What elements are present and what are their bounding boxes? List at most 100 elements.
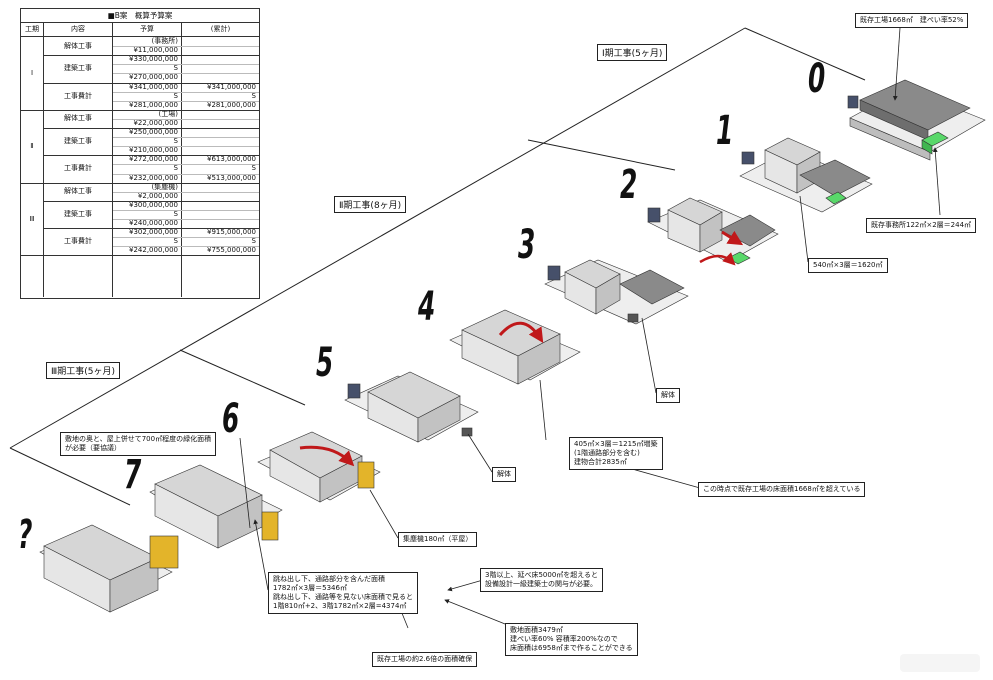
budget-item-name: 建築工事 <box>64 209 92 218</box>
step-number-2: 2 <box>620 162 638 208</box>
cumulative-value: S <box>251 91 256 100</box>
cumulative-value <box>182 55 259 64</box>
step-number-5: 5 <box>316 340 334 386</box>
budget-value: S <box>173 137 178 146</box>
cumulative-value: ¥613,000,000 <box>207 155 256 164</box>
building-step-3 <box>544 259 689 325</box>
cumulative-value <box>182 73 259 82</box>
cumulative-value: S <box>251 164 256 173</box>
budget-value: S <box>173 164 178 173</box>
building-step-4 <box>449 309 581 385</box>
budget-value: ¥242,000,000 <box>129 246 178 255</box>
header-content: 内容 <box>44 23 112 37</box>
budget-item-name: 解体工事 <box>64 187 92 196</box>
cumulative-value <box>182 210 259 219</box>
budget-phase-label: Ⅰ <box>30 68 34 77</box>
budget-value: ¥232,000,000 <box>129 173 178 182</box>
budget-value: (工場) <box>158 109 178 118</box>
note-existing-office: 既存事務所122㎡×2層＝244㎡ <box>866 218 977 233</box>
step-number-0: 0 <box>808 56 826 102</box>
cumulative-value <box>182 110 259 119</box>
note-existing-factory: 既存工場1668㎡ 建ぺい率52% <box>855 13 969 28</box>
phase-label-3: Ⅲ期工事(5ヶ月) <box>46 362 120 379</box>
cumulative-value <box>182 146 259 155</box>
budget-item-name: 建築工事 <box>64 137 92 146</box>
cumulative-value: ¥755,000,000 <box>207 246 256 255</box>
note-ratio: 既存工場の約2.6倍の面積確保 <box>372 652 478 667</box>
budget-value: ¥272,000,000 <box>129 155 178 164</box>
note-dust-collector: 集塵機180㎡（平屋） <box>398 532 478 547</box>
budget-value: ¥302,000,000 <box>129 228 178 237</box>
header-cumulative: (累計) <box>182 23 259 37</box>
phase-divider-lines <box>9 27 866 506</box>
budget-title: ■B案 概算予算案 <box>21 9 259 23</box>
building-step-1 <box>739 137 873 213</box>
budget-value: S <box>173 237 178 246</box>
watermark <box>900 654 980 672</box>
budget-value: ¥210,000,000 <box>129 146 178 155</box>
step-number-3: 3 <box>518 222 536 268</box>
cumulative-value: ¥915,000,000 <box>207 228 256 237</box>
cumulative-value: ¥281,000,000 <box>207 100 256 109</box>
budget-value: (集塵機) <box>151 182 178 191</box>
phase-label-2: Ⅱ期工事(8ヶ月) <box>334 196 407 213</box>
cumulative-value <box>182 37 259 46</box>
step-number-1: 1 <box>716 108 734 154</box>
budget-value: S <box>173 91 178 100</box>
budget-item-name: 工事費計 <box>64 164 92 173</box>
cumulative-value <box>182 201 259 210</box>
budget-value: ¥300,000,000 <box>129 200 178 209</box>
building-step-2 <box>647 197 779 266</box>
budget-value: ¥2,000,000 <box>137 191 178 200</box>
cumulative-value <box>182 183 259 192</box>
building-step-6 <box>257 431 381 503</box>
building-step-5 <box>344 371 479 443</box>
budget-value: ¥11,000,000 <box>133 46 178 55</box>
budget-value: ¥341,000,000 <box>129 82 178 91</box>
cumulative-value: ¥341,000,000 <box>207 82 256 91</box>
budget-item-name: 工事費計 <box>64 237 92 246</box>
header-phase: 工期 <box>21 23 43 37</box>
budget-table: ■B案 概算予算案 工期 内容 予算 (累計) 解体工事 (事務所)¥11,000… <box>20 8 260 299</box>
building-step-7 <box>149 464 283 549</box>
step-number-6: 6 <box>222 396 240 442</box>
budget-value: ¥270,000,000 <box>129 73 178 82</box>
note-demolish-b: 解体 <box>492 467 516 482</box>
budget-value: S <box>173 209 178 218</box>
budget-phase-label: Ⅲ <box>29 214 35 223</box>
cumulative-value <box>182 119 259 128</box>
cumulative-value <box>182 46 259 55</box>
note-architect: 3階以上、延べ床5000㎡を超えると 設備設計一級建築士の関与が必要。 <box>480 568 604 592</box>
cumulative-value <box>182 137 259 146</box>
budget-item-name: 解体工事 <box>64 41 92 50</box>
cumulative-value <box>182 192 259 201</box>
cumulative-value <box>182 128 259 137</box>
note-site-area: 敷地面積3479㎡ 建ぺい率60% 容積率200%なので 床面積は6958㎡まで… <box>505 623 638 656</box>
budget-item-name: 工事費計 <box>64 91 92 100</box>
cumulative-value: ¥513,000,000 <box>207 173 256 182</box>
note-demolish-a: 解体 <box>656 388 680 403</box>
cumulative-value: S <box>251 237 256 246</box>
budget-value: ¥240,000,000 <box>129 219 178 227</box>
building-step-0 <box>847 79 986 161</box>
cumulative-value <box>182 219 259 228</box>
note-step1-area: 540㎡×3層＝1620㎡ <box>808 258 888 273</box>
budget-value: ¥330,000,000 <box>129 55 178 64</box>
budget-value: (事務所) <box>151 37 178 45</box>
cumulative-value <box>182 64 259 73</box>
step-number-7: 7 <box>124 452 142 498</box>
note-greening: 敷地の奥と、屋上併せて700㎡程度の緑化面積 が必要（要協議） <box>60 432 217 456</box>
budget-value: ¥22,000,000 <box>133 118 178 127</box>
budget-item-name: 解体工事 <box>64 114 92 123</box>
step-number-4: 4 <box>418 284 436 330</box>
note-final-area: 跳ね出し下、通路部分を含んだ面積 1782㎡×3層＝5346㎡ 跳ね出し下、通路… <box>268 572 418 614</box>
step-number-final: ? <box>18 512 33 558</box>
budget-value: ¥281,000,000 <box>129 100 178 109</box>
budget-item-name: 建築工事 <box>64 64 92 73</box>
note-step4-area: 405㎡×3層＝1215㎡増築 (1階通路部分を含む) 建物合計2835㎡ <box>569 437 663 470</box>
header-budget: 予算 <box>113 23 181 37</box>
budget-phase-label: Ⅱ <box>30 141 34 150</box>
note-exceed: この時点で既存工場の床面積1668㎡を超えている <box>698 482 866 497</box>
annotation-leader-lines <box>239 27 941 629</box>
